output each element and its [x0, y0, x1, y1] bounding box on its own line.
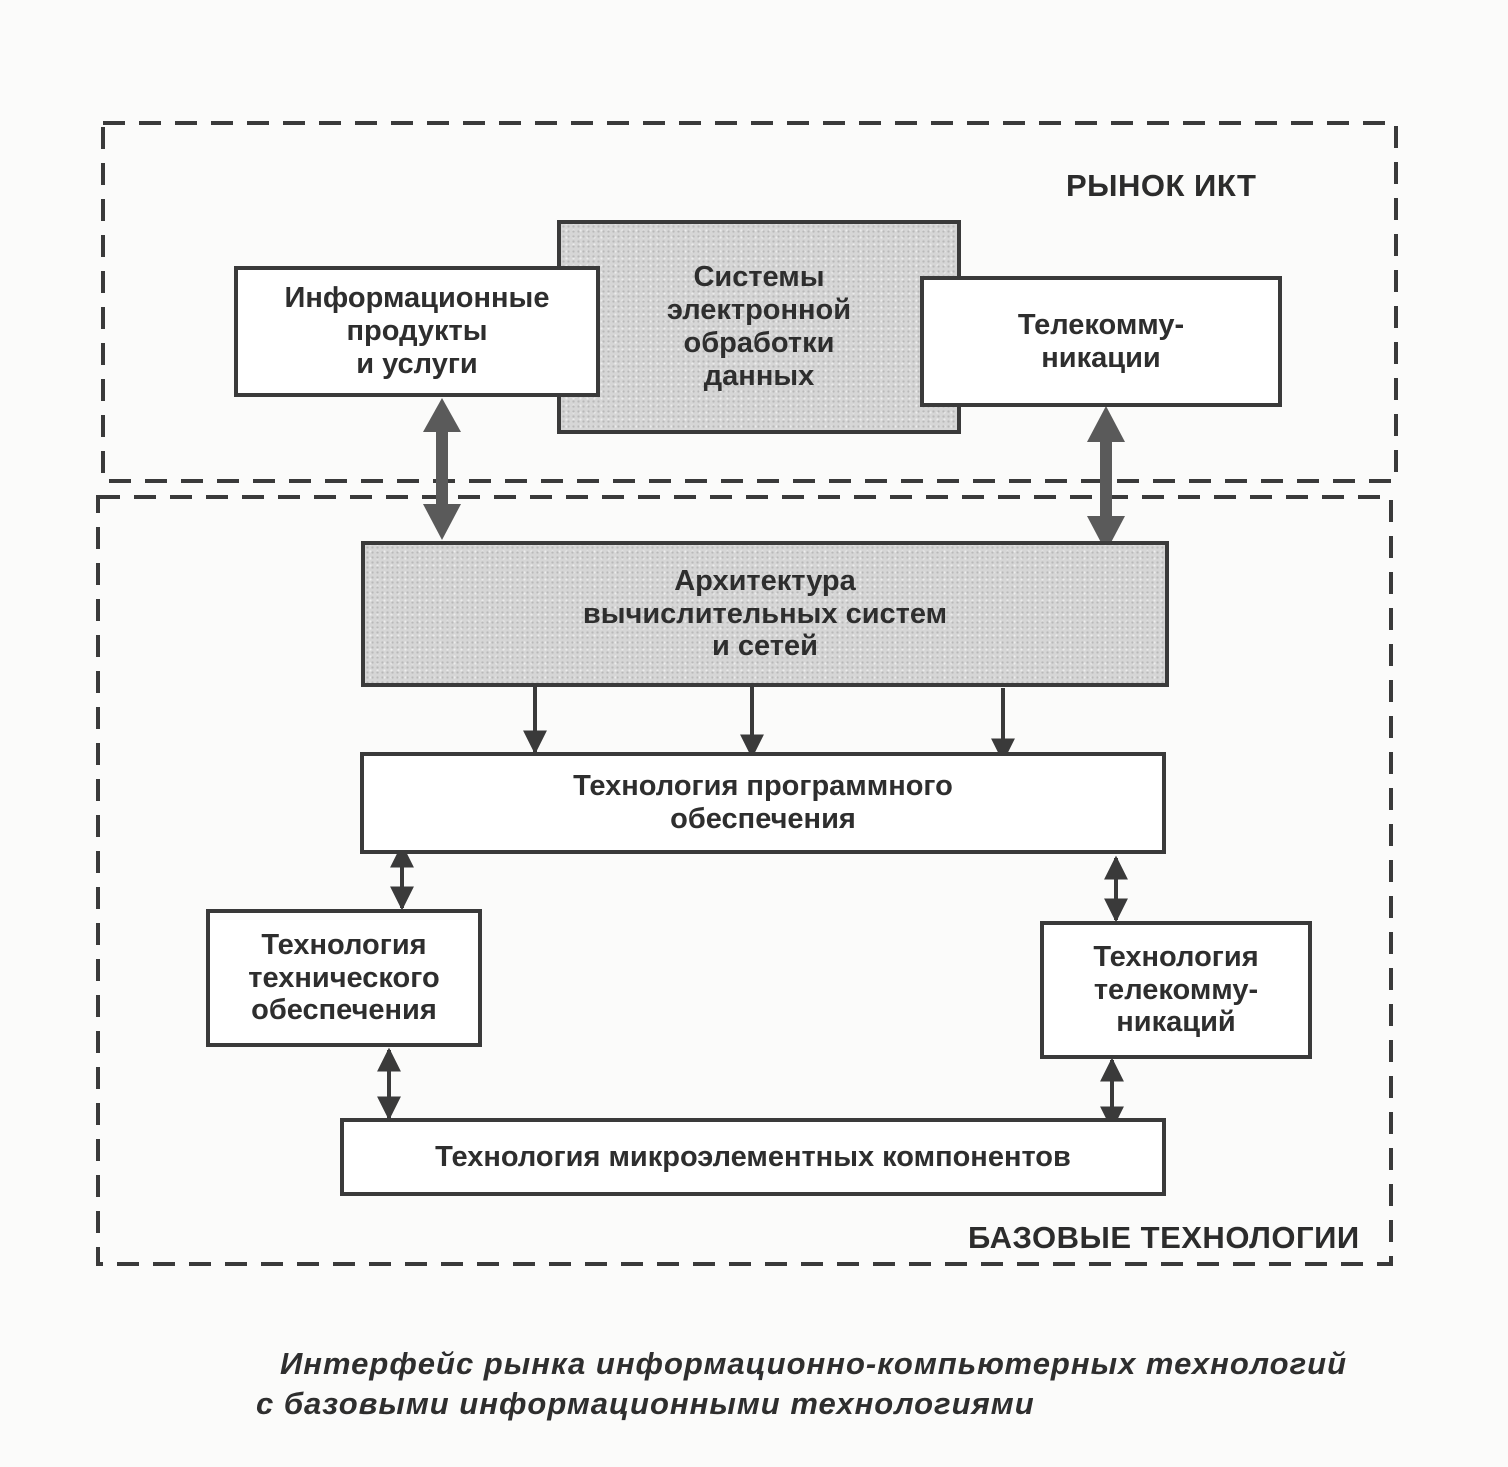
node-software-tech: Технология программного обеспечения: [360, 752, 1166, 854]
market-region-label: РЫНОК ИКТ: [1066, 168, 1257, 203]
node-edp-systems-label: Системы электронной обработки данных: [666, 261, 852, 392]
arrow-telecom-architecture: [1087, 406, 1125, 552]
node-architecture: Архитектура вычислительных систем и сете…: [361, 541, 1169, 687]
figure-caption-line-2: с базовыми информационными технологиями: [256, 1386, 1035, 1421]
node-microelectronics-tech: Технология микроэлементных компонентов: [340, 1118, 1166, 1196]
node-software-tech-label: Технология программного обеспечения: [573, 770, 953, 835]
figure-caption-line-1: Интерфейс рынка информационно-компьютерн…: [280, 1346, 1348, 1381]
node-info-products-label: Информационные продукты и услуги: [284, 282, 550, 380]
arrow-info-products-architecture: [423, 398, 461, 540]
base-region-label: БАЗОВЫЕ ТЕХНОЛОГИИ: [968, 1220, 1360, 1255]
node-telecom-tech: Технология телекомму- никаций: [1040, 921, 1312, 1059]
node-edp-systems: Системы электронной обработки данных: [557, 220, 961, 434]
node-telecom-tech-label: Технология телекомму- никаций: [1093, 940, 1259, 1039]
node-telecom-label: Телекомму- никации: [1017, 308, 1185, 374]
node-microelectronics-tech-label: Технология микроэлементных компонентов: [435, 1140, 1071, 1173]
node-info-products: Информационные продукты и услуги: [234, 266, 600, 397]
node-hardware-tech-label: Технология технического обеспечения: [248, 928, 440, 1027]
node-architecture-label: Архитектура вычислительных систем и сете…: [582, 564, 948, 663]
base-region-frame: [96, 495, 1393, 1266]
node-telecom: Телекомму- никации: [920, 276, 1282, 407]
node-hardware-tech: Технология технического обеспечения: [206, 909, 482, 1047]
